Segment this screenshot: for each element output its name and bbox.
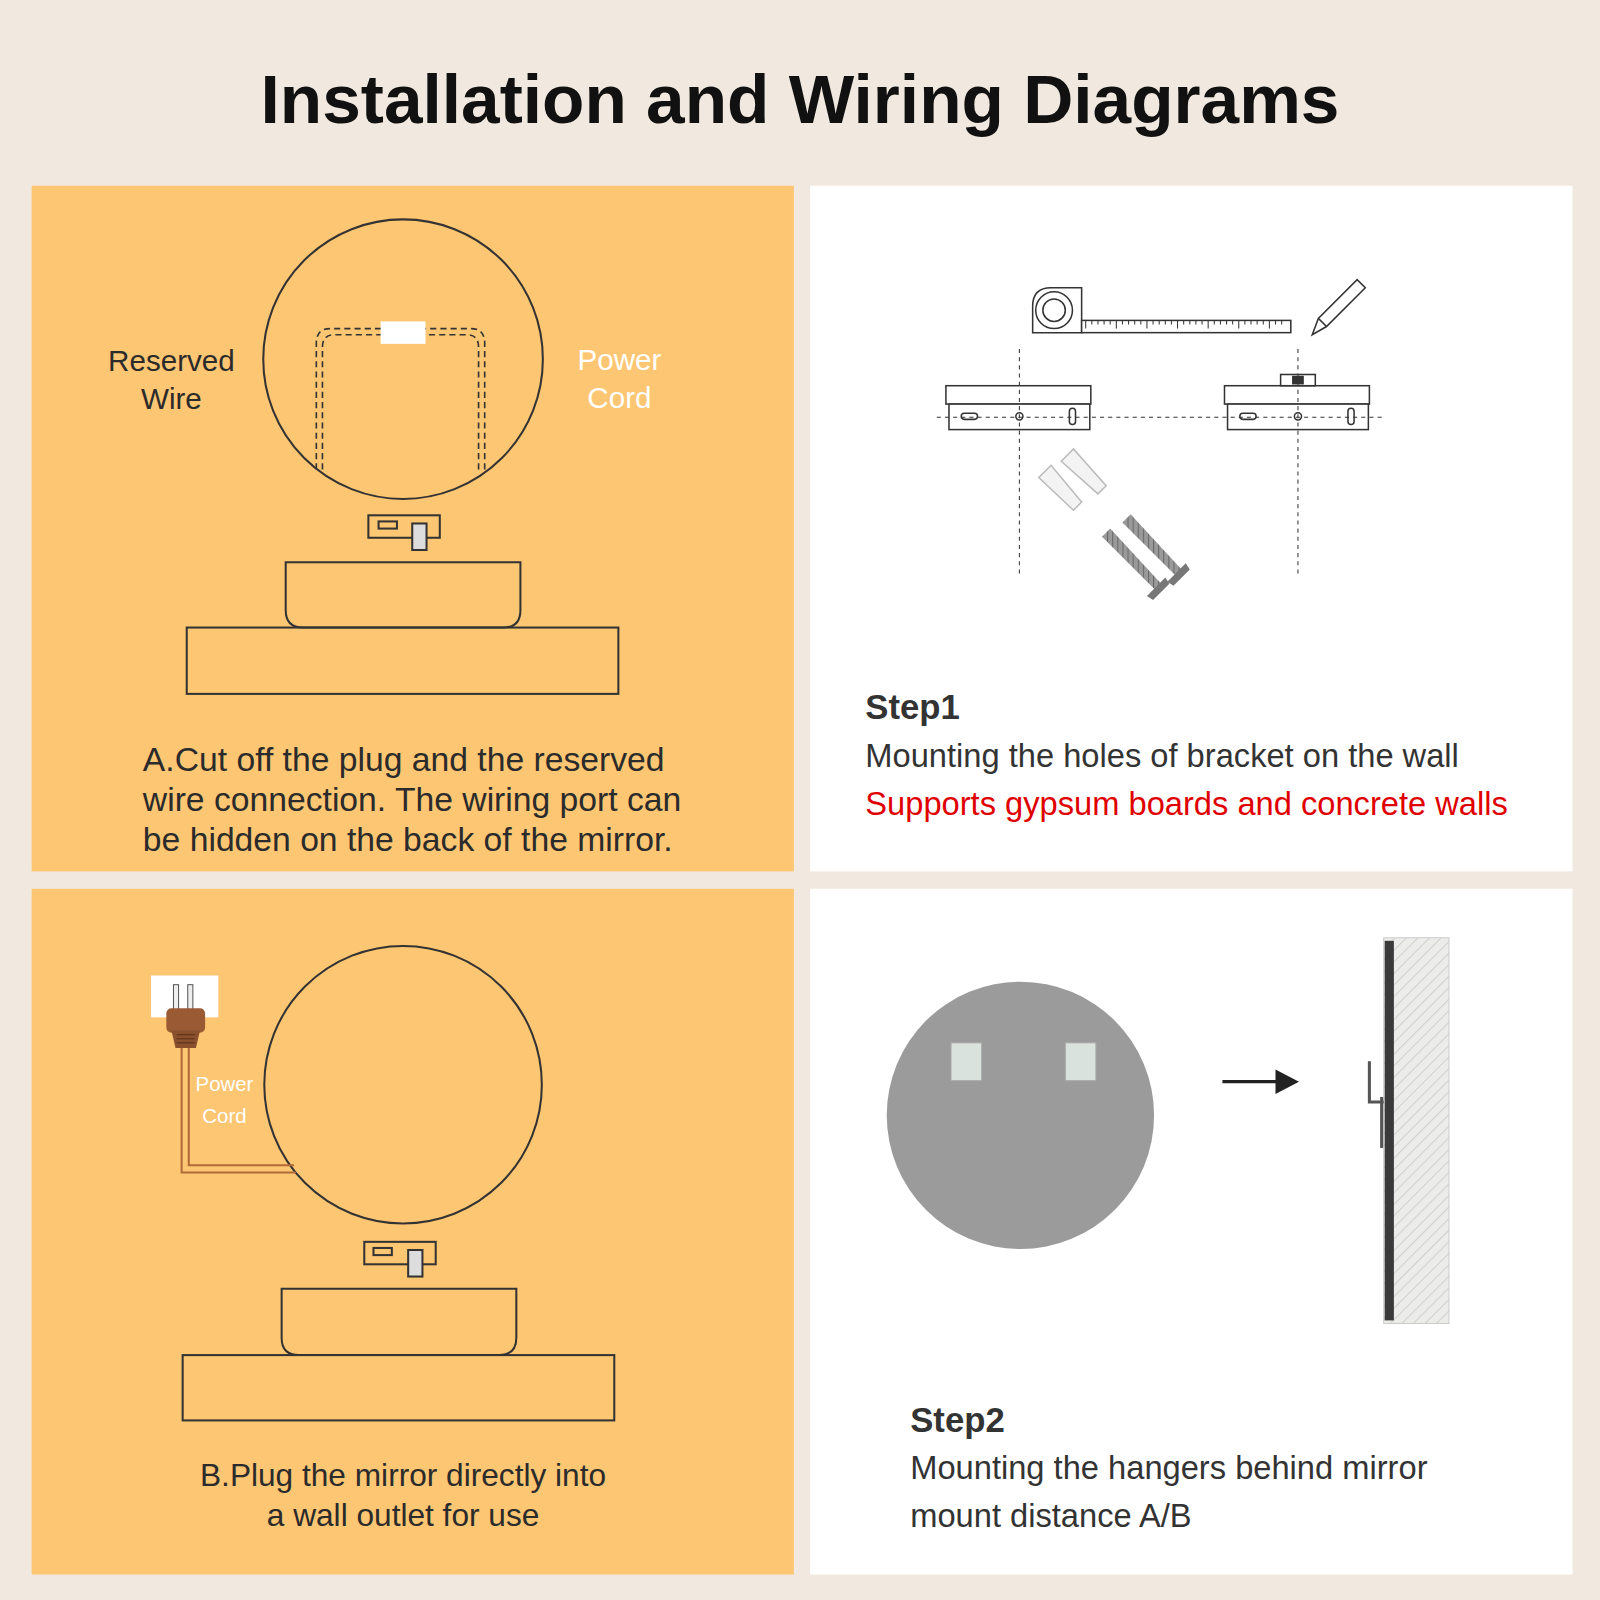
screw	[1167, 563, 1189, 585]
tape-measure	[1086, 320, 1282, 328]
callout-label: Power Cord	[188, 1067, 261, 1132]
screw	[1122, 514, 1181, 575]
plug-prong	[173, 985, 178, 1012]
power-cord-wire	[423, 329, 484, 470]
vanity-counter	[183, 1355, 615, 1420]
title: Installation and Wiring Diagrams	[0, 53, 1600, 145]
bracket-left	[946, 386, 1091, 430]
arrow-head	[1276, 1069, 1299, 1093]
tape-measure	[1082, 320, 1291, 332]
arrow-line	[1222, 1080, 1277, 1083]
step2-illustration	[887, 938, 1449, 1324]
switch-slot	[379, 521, 397, 528]
power-cord-wire	[423, 329, 484, 470]
mirror-wiring-a	[187, 219, 619, 693]
panel: B.Plug the mirror directly into a wall o…	[32, 889, 794, 1575]
guide-line	[1019, 349, 1020, 578]
basin	[286, 562, 521, 627]
screw	[1147, 578, 1169, 600]
pencil	[1312, 280, 1365, 335]
bracket-right	[1348, 408, 1354, 424]
step1-illustration	[937, 280, 1384, 600]
hanger	[951, 1043, 982, 1081]
screw	[1102, 514, 1190, 600]
switch-box	[364, 1242, 435, 1264]
wall-bracket	[1380, 1097, 1383, 1148]
bracket-right	[1224, 386, 1369, 404]
reserved-wire	[316, 329, 382, 470]
mirror-wiring-b	[183, 946, 615, 1420]
wall	[1384, 938, 1449, 1324]
bracket-right	[1224, 374, 1369, 429]
bracket-left	[946, 386, 1091, 404]
plug-and-outlet	[151, 976, 296, 1173]
vanity-counter	[187, 628, 619, 694]
callout-label: Power Cord	[562, 342, 676, 418]
switch-slot	[373, 1248, 391, 1255]
plug-and-outlet	[177, 1042, 195, 1043]
plug-prong	[188, 985, 193, 1012]
mirror-outline	[263, 219, 543, 499]
bracket-left	[1069, 408, 1075, 424]
pencil	[1318, 318, 1326, 326]
step-text: Mounting the holes of bracket on the wal…	[865, 733, 1569, 780]
hanger	[1065, 1043, 1096, 1081]
mirror-outline	[264, 946, 542, 1224]
tape-measure	[1036, 292, 1073, 329]
callout-label: Reserved Wire	[100, 343, 243, 419]
step-text: Mounting the hangers behind mirror mount…	[910, 1444, 1522, 1540]
plug-body	[166, 1008, 205, 1032]
tape-measure	[1033, 288, 1291, 333]
power-cord-line	[182, 1048, 296, 1172]
tape-measure	[1043, 299, 1065, 321]
note-text: Supports gypsum boards and concrete wall…	[865, 781, 1569, 828]
panel: Step2Mounting the hangers behind mirror …	[810, 889, 1572, 1575]
panel: Step1Mounting the holes of bracket on th…	[810, 186, 1572, 872]
caption: B.Plug the mirror directly into a wall o…	[194, 1455, 612, 1535]
bracket-right	[1240, 413, 1256, 419]
switch-toggle	[408, 1250, 422, 1277]
mirror-edge	[1385, 941, 1394, 1321]
mirror-back	[887, 982, 1154, 1249]
guide-line	[1297, 349, 1298, 578]
hanger-hook	[1369, 1061, 1383, 1102]
wiring-port	[381, 321, 426, 343]
tape-measure	[1033, 288, 1082, 333]
reserved-wire	[316, 329, 382, 470]
plug-neck	[171, 1031, 200, 1048]
plug-and-outlet	[177, 1035, 195, 1043]
bracket-left	[961, 413, 977, 419]
guide-line	[937, 417, 1384, 418]
screw	[1102, 529, 1161, 590]
power-cord-line	[182, 1048, 296, 1172]
plug-and-outlet	[177, 1038, 195, 1039]
wall-anchor	[1039, 449, 1106, 510]
guide-line	[937, 349, 1384, 578]
switch-toggle	[412, 523, 426, 550]
reserved-wire	[322, 335, 382, 470]
wall-anchor	[1061, 449, 1106, 494]
switch-box	[368, 515, 439, 537]
pencil	[1312, 280, 1365, 335]
step-heading: Step1	[865, 684, 1569, 731]
caption: A.Cut off the plug and the reserved wire…	[143, 740, 714, 859]
basin	[282, 1289, 517, 1355]
power-cord-wire	[423, 335, 478, 470]
step-heading: Step2	[910, 1396, 1522, 1443]
plug-and-outlet	[177, 1034, 195, 1035]
